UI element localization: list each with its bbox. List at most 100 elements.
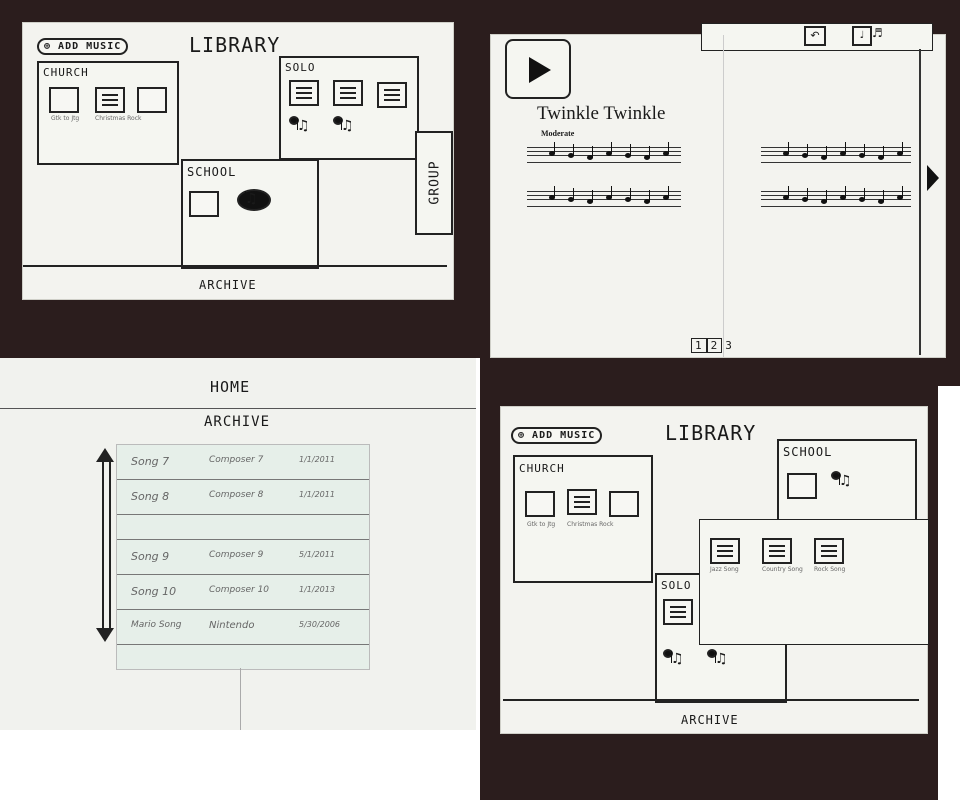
school-folder[interactable]: SCHOOL [777,439,917,527]
music-note [783,142,789,156]
music-note [606,142,612,156]
arrow-up-icon[interactable] [96,448,114,462]
undo-icon[interactable]: ↶ [804,26,826,46]
song-thumbnail[interactable] [49,87,79,113]
plus-icon: ⊕ [44,41,59,52]
page-3-button[interactable]: 3 [725,339,733,352]
song-thumbnail[interactable] [333,116,343,130]
folder-title: SOLO [285,61,316,74]
divider [503,699,919,701]
song-thumbnail[interactable] [189,191,219,217]
solo-expanded-panel[interactable]: Jazz Song Country Song Rock Song [699,519,929,645]
church-folder[interactable]: CHURCH Gtk to Jtg Christmas Rock [37,61,179,165]
divider [23,265,447,267]
archive-link[interactable]: ARCHIVE [199,278,257,292]
library-board-1: ⊕ ADD MUSIC LIBRARY CHURCH Gtk to Jtg Ch… [22,22,454,300]
page-title: LIBRARY [189,33,281,57]
music-note [587,190,593,204]
song-thumbnail[interactable] [609,491,639,517]
solo-folder[interactable]: SOLO [279,56,419,160]
song-caption: Jazz Song [710,566,739,573]
play-button[interactable] [505,39,571,99]
scroll-track[interactable] [102,462,111,628]
song-caption: Rock Song [814,566,846,573]
music-note [549,186,555,200]
folder-title: SCHOOL [187,165,237,179]
music-note [897,186,903,200]
song-caption: Country Song [762,566,803,573]
page-title: LIBRARY [665,421,757,445]
staff-line [761,147,911,163]
scroll-bar[interactable] [96,448,116,648]
school-folder[interactable]: SCHOOL [181,159,319,269]
group-tab[interactable]: GROUP [415,131,453,235]
music-note [840,186,846,200]
list-item[interactable] [117,515,369,540]
music-note [878,146,884,160]
music-note [625,188,631,202]
archive-link[interactable]: ARCHIVE [681,713,739,727]
song-caption: Gtk to Jtg [51,115,80,122]
page-1-button[interactable]: 1 [691,338,707,353]
plus-icon: ⊕ [518,430,533,441]
song-thumbnail[interactable] [95,87,125,113]
music-note [568,188,574,202]
song-thumbnail[interactable] [663,599,693,625]
song-thumbnail[interactable] [525,491,555,517]
add-music-button[interactable]: ⊕ ADD MUSIC [511,427,603,444]
song-thumbnail[interactable] [289,80,319,106]
folder-title: CHURCH [43,66,89,79]
music-note [783,186,789,200]
song-thumbnail[interactable] [289,116,299,130]
music-note [606,186,612,200]
song-title: Twinkle Twinkle [537,103,666,124]
add-music-button[interactable]: ⊕ ADD MUSIC [37,38,129,55]
song-thumbnail[interactable] [377,82,407,108]
music-note [859,188,865,202]
staff-line [761,191,911,207]
song-caption: Christmas Rock [95,115,142,122]
staff-line [527,191,681,207]
metronome-icon[interactable]: ♩ [852,26,872,46]
music-note [859,144,865,158]
church-folder[interactable]: CHURCH Gtk to Jtg Christmas Rock [513,455,653,583]
song-thumbnail[interactable] [333,80,363,106]
arrow-down-icon[interactable] [96,628,114,642]
music-note [802,144,808,158]
library-board-2: ⊕ ADD MUSIC LIBRARY CHURCH Gtk to Jtg Ch… [500,406,929,734]
music-note [587,146,593,160]
music-note [821,146,827,160]
music-note [644,146,650,160]
page-2-button[interactable]: 2 [706,338,723,353]
music-note [568,144,574,158]
music-note [549,142,555,156]
tuner-icon[interactable]: ♬ [872,26,883,40]
group-tab-label: GROUP [427,160,443,205]
song-thumbnail[interactable] [707,649,717,663]
page-title: ARCHIVE [204,414,271,430]
song-thumbnail[interactable] [787,473,817,499]
play-icon [529,57,551,83]
song-thumbnail[interactable] [663,649,673,663]
song-thumbnail[interactable] [137,87,167,113]
center-fold [240,668,241,730]
song-thumbnail[interactable] [831,471,841,485]
song-thumbnail[interactable] [814,538,844,564]
song-thumbnail[interactable] [567,489,597,515]
home-link[interactable]: HOME [210,378,251,396]
song-thumbnail[interactable] [762,538,792,564]
library-screen-2: ⊕ ADD MUSIC LIBRARY CHURCH Gtk to Jtg Ch… [480,386,938,800]
song-thumbnail[interactable] [710,538,740,564]
next-page-icon[interactable] [925,163,941,193]
song-caption: Gtk to Jtg [527,521,556,528]
song-thumbnail[interactable] [237,189,271,211]
